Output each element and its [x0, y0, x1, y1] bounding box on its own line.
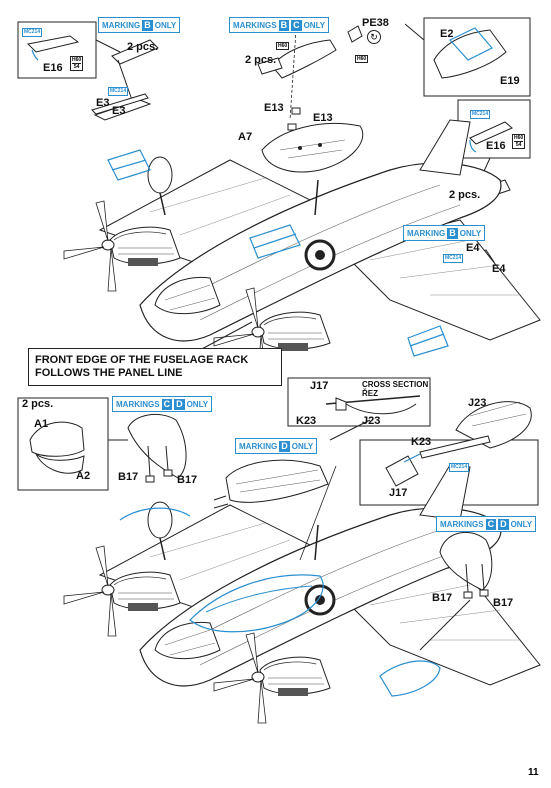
part-label-e19: E19	[500, 75, 520, 87]
badge-marking-letter: C	[291, 19, 302, 31]
marking-badge-d: MARKING D ONLY	[235, 438, 318, 454]
paint-code-box: H60	[355, 55, 369, 63]
part-label-e3: E3	[112, 105, 126, 117]
paint-code: 54	[514, 141, 524, 148]
paint-code: H60	[357, 56, 367, 62]
part-label-j17: J17	[389, 487, 408, 499]
badge-suffix: ONLY	[303, 20, 326, 30]
quantity-label: 2 pcs.	[449, 189, 481, 201]
part-label-k23: K23	[411, 436, 432, 448]
badge-prefix: MARKING	[407, 228, 446, 238]
badge-prefix: MARKINGS	[440, 519, 484, 529]
part-label-b17: B17	[493, 597, 514, 609]
badge-prefix: MARKINGS	[233, 20, 277, 30]
cross-section-label: CROSS SECTION	[362, 380, 429, 389]
paint-code-box: H60	[276, 42, 290, 50]
paint-code: H60	[72, 57, 82, 63]
part-label-a7: A7	[238, 131, 253, 143]
part-label-b17: B17	[432, 592, 453, 604]
note-line: FOLLOWS THE PANEL LINE	[35, 367, 183, 379]
part-label-e4: E4	[466, 242, 480, 254]
badge-marking-letter: C	[485, 518, 497, 530]
part-label-e3: E3	[96, 97, 110, 109]
markings-badge-cd: MARKINGS C D ONLY	[112, 396, 213, 412]
badge-prefix: MARKING	[239, 441, 278, 451]
badge-marking-letter: C	[161, 398, 173, 410]
part-label-e4: E4	[492, 263, 506, 275]
markings-badge-bc: MARKINGS B C ONLY	[229, 17, 330, 33]
badge-suffix: ONLY	[459, 228, 482, 238]
quantity-label: 2 pcs.	[127, 41, 159, 53]
paint-code-box: H60 54	[70, 56, 84, 71]
badge-marking-letter: D	[174, 398, 185, 410]
paint-code: H60	[278, 43, 288, 49]
badge-suffix: ONLY	[510, 519, 533, 529]
part-label-k23: K23	[296, 415, 317, 427]
part-label-pe38: PE38	[362, 17, 389, 29]
badge-prefix: MARKING	[102, 20, 141, 30]
part-label-e16: E16	[43, 62, 63, 74]
part-label-j23: J23	[362, 415, 381, 427]
part-label-j23: J23	[468, 397, 487, 409]
badge-marking-letter: B	[142, 19, 153, 31]
page-number: 11	[528, 767, 539, 778]
paint-tag-mc214: MC214	[443, 254, 464, 263]
badge-marking-letter: B	[278, 19, 290, 31]
paint-tag-mc214: MC214	[449, 463, 470, 472]
badge-prefix: MARKINGS	[116, 399, 160, 409]
badge-marking-letter: D	[498, 518, 509, 530]
instruction-note: FRONT EDGE OF THE FUSELAGE RACK FOLLOWS …	[28, 348, 282, 386]
paint-code: H60	[514, 135, 524, 141]
badge-suffix: ONLY	[154, 20, 177, 30]
note-line: FRONT EDGE OF THE FUSELAGE RACK	[35, 354, 249, 366]
badge-suffix: ONLY	[186, 399, 209, 409]
part-label-e16: E16	[486, 140, 506, 152]
part-label-e13: E13	[264, 102, 284, 114]
marking-badge-b: MARKING B ONLY	[98, 17, 181, 33]
paint-code-box: H60 54	[512, 134, 526, 149]
part-label-b17: B17	[118, 471, 139, 483]
part-label-e13: E13	[313, 112, 333, 124]
part-label-j17: J17	[310, 380, 329, 392]
paint-tag-mc214: MC214	[22, 28, 43, 37]
bend-arrow-icon: ↻	[367, 30, 381, 44]
part-label-a2: A2	[76, 470, 91, 482]
part-label-e2: E2	[440, 28, 454, 40]
marking-badge-b-right: MARKING B ONLY	[403, 225, 486, 241]
markings-badge-cd-right: MARKINGS C D ONLY	[436, 516, 537, 532]
badge-marking-letter: D	[279, 440, 290, 452]
part-label-b17: B17	[177, 474, 198, 486]
quantity-label: 2 pcs.	[22, 398, 54, 410]
part-label-a1: A1	[34, 418, 49, 430]
paint-code: 54	[72, 63, 82, 70]
paint-tag-mc214: MC214	[108, 87, 129, 96]
paint-tag-mc214: MC214	[470, 110, 491, 119]
cross-section-label-czech: ŘEZ	[362, 389, 378, 398]
badge-marking-letter: B	[447, 227, 458, 239]
quantity-label: 2 pcs.	[245, 54, 277, 66]
badge-suffix: ONLY	[291, 441, 314, 451]
